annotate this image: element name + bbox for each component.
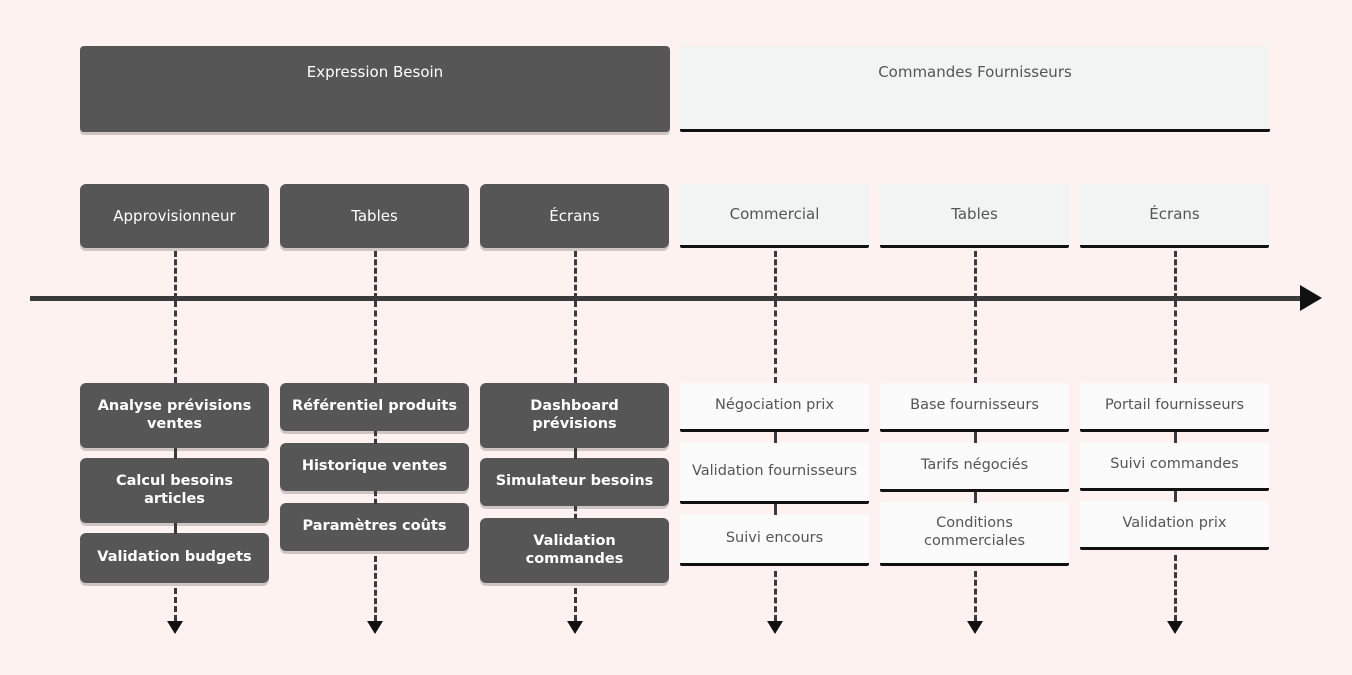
connector-card-gap-6b <box>1174 491 1177 502</box>
header-block-commandes-fournisseurs[interactable]: Commandes Fournisseurs <box>680 46 1270 132</box>
connector-dashed-upper-3 <box>574 251 577 299</box>
card-suivi-encours[interactable]: Suivi encours <box>680 514 869 566</box>
role-block-tables-1[interactable]: Tables <box>280 184 469 248</box>
role-label: Tables <box>951 205 998 224</box>
arrow-down-icon-6 <box>1167 621 1183 634</box>
role-label: Tables <box>351 206 398 225</box>
role-label: Approvisionneur <box>113 206 236 225</box>
connector-dashed-lower-6 <box>1174 555 1177 621</box>
card-validation-fournisseurs[interactable]: Validation fournisseurs <box>680 442 869 504</box>
card-label: Historique ventes <box>301 458 448 475</box>
arrow-down-icon-5 <box>967 621 983 634</box>
connector-dashed-upper-4 <box>774 251 777 299</box>
card-simulateur-besoins[interactable]: Simulateur besoins <box>480 458 669 506</box>
arrow-down-icon-3 <box>567 621 583 634</box>
card-tarifs-negocies[interactable]: Tarifs négociés <box>880 442 1069 492</box>
card-calcul-besoins-articles[interactable]: Calcul besoins articles <box>80 458 269 523</box>
connector-card-gap-6a <box>1174 432 1177 443</box>
card-referentiel-produits[interactable]: Référentiel produits <box>280 383 469 431</box>
connector-dashed-mid-6 <box>1174 301 1177 383</box>
card-historique-ventes[interactable]: Historique ventes <box>280 443 469 491</box>
arrow-down-icon-1 <box>167 621 183 634</box>
card-label: Référentiel produits <box>292 398 457 415</box>
connector-dashed-upper-5 <box>974 251 977 299</box>
connector-card-gap-5b <box>974 492 977 503</box>
card-label: Simulateur besoins <box>495 473 654 490</box>
card-validation-budgets[interactable]: Validation budgets <box>80 533 269 583</box>
header-block-expression-besoin[interactable]: Expression Besoin <box>80 46 670 132</box>
connector-dashed-lower-3 <box>574 588 577 621</box>
role-block-commercial[interactable]: Commercial <box>680 184 869 248</box>
connector-dashed-lower-1 <box>174 588 177 621</box>
connector-card-gap-1a <box>174 448 177 459</box>
role-block-tables-2[interactable]: Tables <box>880 184 1069 248</box>
role-block-ecrans-1[interactable]: Écrans <box>480 184 669 248</box>
timeline-arrow-line <box>30 296 1302 301</box>
role-block-ecrans-2[interactable]: Écrans <box>1080 184 1269 248</box>
card-label: Négociation prix <box>715 397 834 414</box>
card-conditions-commerciales[interactable]: Conditions commerciales <box>880 502 1069 566</box>
card-label: Portail fournisseurs <box>1104 397 1245 414</box>
arrow-down-icon-4 <box>767 621 783 634</box>
connector-card-gap-4b <box>774 504 777 515</box>
connector-dashed-mid-4 <box>774 301 777 383</box>
role-label: Commercial <box>729 205 820 224</box>
connector-card-gap-5a <box>974 432 977 443</box>
connector-card-gap-3a <box>574 448 577 459</box>
connector-dashed-mid-3 <box>574 301 577 383</box>
arrow-right-icon <box>1300 285 1322 311</box>
connector-dashed-upper-6 <box>1174 251 1177 299</box>
connector-card-gap-2b <box>374 491 377 504</box>
card-label: Paramètres coûts <box>302 518 447 535</box>
card-label: Calcul besoins articles <box>115 472 234 507</box>
connector-card-gap-2a <box>374 431 377 444</box>
card-portail-fournisseurs[interactable]: Portail fournisseurs <box>1080 383 1269 432</box>
card-label: Validation fournisseurs <box>691 462 858 479</box>
card-label: Dashboard prévisions <box>530 397 619 432</box>
card-label: Validation commandes <box>525 532 624 567</box>
card-label: Tarifs négociés <box>920 456 1029 473</box>
card-label: Validation budgets <box>97 549 252 566</box>
header-label: Commandes Fournisseurs <box>878 63 1072 81</box>
card-suivi-commandes[interactable]: Suivi commandes <box>1080 442 1269 491</box>
connector-dashed-mid-5 <box>974 301 977 383</box>
card-label: Analyse prévisions ventes <box>97 397 252 432</box>
card-analyse-previsions-ventes[interactable]: Analyse prévisions ventes <box>80 383 269 448</box>
card-base-fournisseurs[interactable]: Base fournisseurs <box>880 383 1069 432</box>
card-label: Suivi encours <box>725 529 824 546</box>
connector-card-gap-1b <box>174 523 177 534</box>
connector-card-gap-4a <box>774 432 777 443</box>
role-label: Écrans <box>1149 205 1200 224</box>
card-label: Conditions commerciales <box>923 514 1026 549</box>
connector-dashed-mid-1 <box>174 301 177 383</box>
connector-dashed-lower-5 <box>974 571 977 621</box>
connector-dashed-mid-2 <box>374 301 377 383</box>
card-validation-prix[interactable]: Validation prix <box>1080 501 1269 550</box>
connector-card-gap-3b <box>574 506 577 519</box>
connector-dashed-lower-4 <box>774 571 777 621</box>
card-negociation-prix[interactable]: Négociation prix <box>680 383 869 432</box>
card-label: Suivi commandes <box>1110 456 1239 473</box>
card-label: Validation prix <box>1122 515 1227 532</box>
role-label: Écrans <box>549 206 600 225</box>
arrow-down-icon-2 <box>367 621 383 634</box>
header-label: Expression Besoin <box>306 63 444 81</box>
card-validation-commandes[interactable]: Validation commandes <box>480 518 669 583</box>
card-parametres-couts[interactable]: Paramètres coûts <box>280 503 469 551</box>
connector-dashed-upper-2 <box>374 251 377 299</box>
connector-dashed-upper-1 <box>174 251 177 299</box>
card-dashboard-previsions[interactable]: Dashboard prévisions <box>480 383 669 448</box>
role-block-approvisionneur[interactable]: Approvisionneur <box>80 184 269 248</box>
connector-dashed-lower-2 <box>374 556 377 621</box>
card-label: Base fournisseurs <box>910 397 1039 414</box>
